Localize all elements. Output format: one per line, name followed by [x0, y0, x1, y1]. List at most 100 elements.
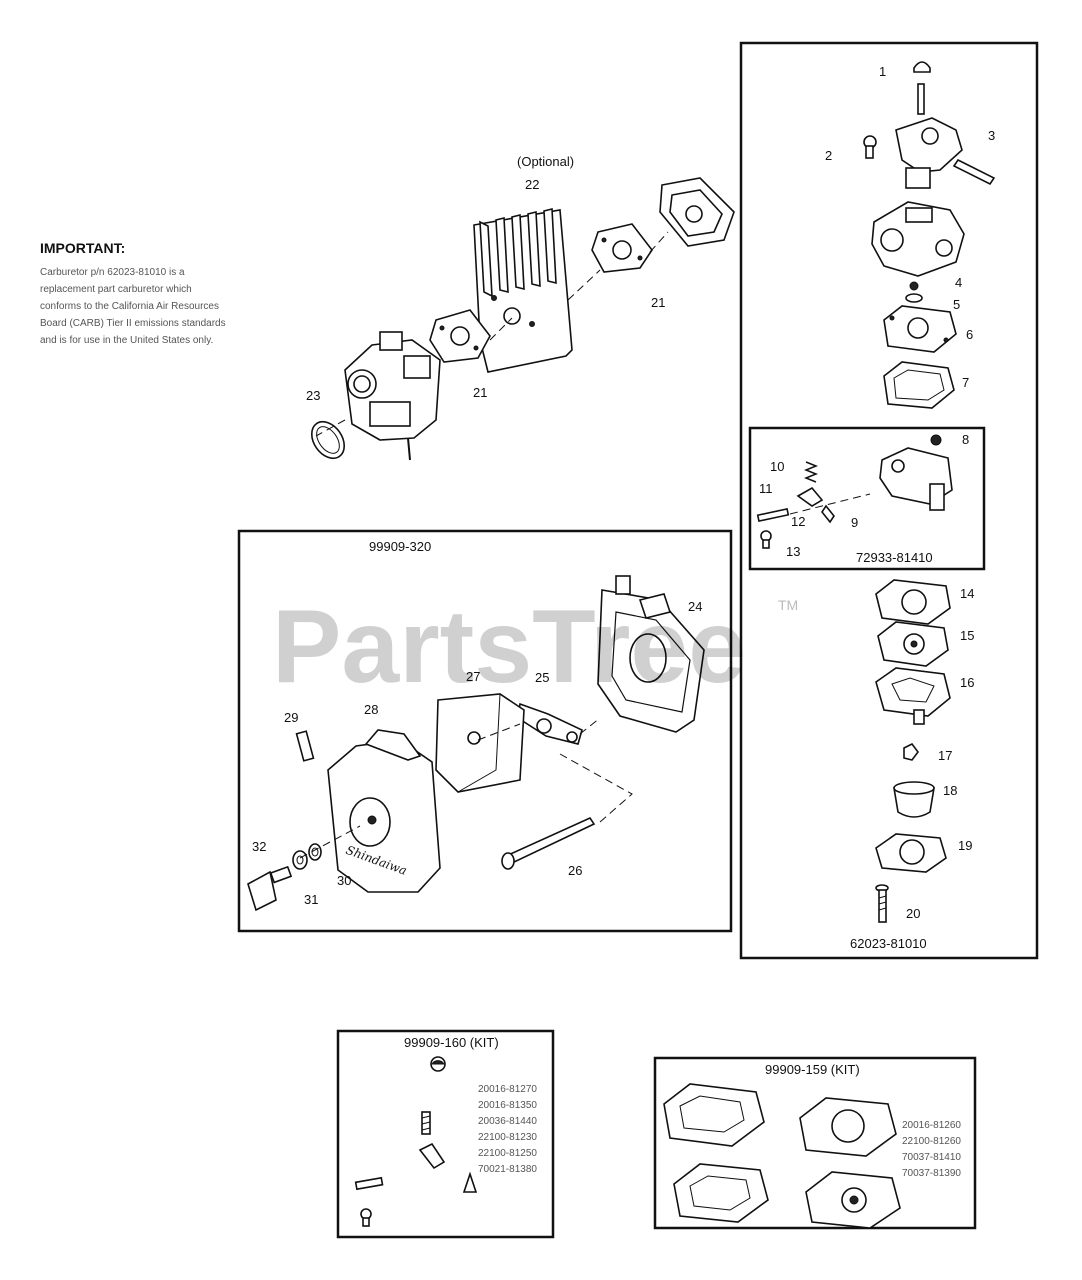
callout-29: 29	[284, 710, 298, 725]
pump-body-part-16	[875, 667, 951, 725]
air-filter-cover-part-28: Shindaiwa	[327, 729, 441, 893]
callout-14: 14	[960, 586, 974, 601]
check-valve-part-5	[905, 281, 923, 303]
lever-part-12	[796, 486, 824, 507]
label-part-29	[295, 730, 315, 762]
optional-label: (Optional)	[517, 154, 574, 169]
callout-11: 11	[759, 481, 773, 496]
callout-7: 7	[962, 375, 969, 390]
callout-24: 24	[688, 599, 702, 614]
watermark: PartsTree TM	[272, 589, 798, 705]
gasket-part-6	[883, 305, 957, 353]
gasket-kit-box	[653, 1056, 977, 1230]
gasket-kit-part-1: 20016-81260	[902, 1120, 961, 1131]
callout-6: 6	[966, 327, 973, 342]
callout-17: 17	[938, 748, 952, 763]
filter-element-part-27	[435, 693, 525, 793]
important-line-3: conforms to the California Air Resources	[40, 301, 219, 312]
callout-2: 2	[825, 148, 832, 163]
insulator-plate-part-22	[473, 207, 573, 373]
callout-26: 26	[568, 863, 582, 878]
carburetor-exploded-box	[739, 41, 1039, 960]
kit-diaphragm-icon-1	[663, 1083, 765, 1147]
pump-cover-part-number: 72933-81410	[856, 550, 933, 565]
spring-part-10	[803, 461, 819, 483]
kit-pin-icon	[354, 1176, 384, 1191]
air-filter-parts: 99909-320 24 25 27 28	[247, 539, 705, 912]
needle-part-9	[821, 504, 835, 524]
needle-kit-title: 99909-160 (KIT)	[404, 1035, 499, 1050]
gasket-kit-part-2: 22100-81260	[902, 1136, 961, 1147]
pump-cover-box	[748, 426, 986, 571]
o-ring-part-23	[310, 420, 346, 460]
callout-16: 16	[960, 675, 974, 690]
callout-23: 23	[306, 388, 320, 403]
callout-19: 19	[958, 838, 972, 853]
gasket-kit-title: 99909-159 (KIT)	[765, 1062, 860, 1077]
screw-part-13	[760, 530, 772, 549]
callout-8: 8	[962, 432, 969, 447]
carburetor-exploded-parts: 1 2 3 4 5	[748, 61, 996, 951]
gasket-part-21-upper	[591, 223, 653, 273]
knob-part-32	[247, 865, 293, 912]
bolt-part-26	[501, 816, 596, 870]
kit-screw-icon	[360, 1208, 372, 1227]
air-filter-box	[237, 529, 733, 933]
needle-kit-part-5: 22100-81250	[478, 1148, 537, 1159]
screw-part-20	[875, 884, 889, 923]
callout-22: 22	[525, 177, 539, 192]
gasket-kit: 99909-159 (KIT) 20016-81260 22100-81260 …	[663, 1062, 961, 1229]
callout-3: 3	[988, 128, 995, 143]
needle-kit: 99909-160 (KIT) 20016-81270 20016-81350 …	[354, 1035, 537, 1227]
needle-kit-box	[336, 1029, 555, 1239]
kit-diaphragm-icon-3	[673, 1163, 769, 1223]
callout-1: 1	[879, 64, 886, 79]
primer-bulb-part-18	[893, 781, 935, 818]
callout-13: 13	[786, 544, 800, 559]
callout-4: 4	[955, 275, 962, 290]
callout-10: 10	[770, 459, 784, 474]
needle-kit-part-4: 22100-81230	[478, 1132, 537, 1143]
inlet-screen-part-17	[903, 742, 919, 761]
important-title: IMPORTANT:	[40, 240, 125, 256]
throttle-body-part-3	[895, 117, 996, 189]
washer-part-30	[308, 843, 322, 861]
intake-adapter	[659, 177, 735, 247]
important-line-1: Carburetor p/n 62023-81010 is a	[40, 267, 185, 278]
carburetor-part-number: 62023-81010	[850, 936, 927, 951]
needle-kit-part-1: 20016-81270	[478, 1084, 537, 1095]
carburetor-mount-group: (Optional) 22 21	[306, 154, 735, 461]
callout-9: 9	[851, 515, 858, 530]
callout-21-upper: 21	[651, 295, 665, 310]
pump-cover-part-8	[879, 434, 953, 511]
carb-body-part-4	[871, 201, 965, 277]
important-line-5: and is for use in the United States only…	[40, 335, 213, 346]
callout-20: 20	[906, 906, 920, 921]
callout-28: 28	[364, 702, 378, 717]
pin-part-11	[756, 507, 790, 523]
needle-kit-part-6: 70021-81380	[478, 1164, 537, 1175]
kit-spring-icon	[421, 1111, 431, 1135]
callout-25: 25	[535, 670, 549, 685]
gasket-part-21-lower	[429, 309, 491, 363]
washer-part-31	[292, 850, 308, 870]
callout-27: 27	[466, 669, 480, 684]
gasket-kit-part-4: 70037-81390	[902, 1168, 961, 1179]
air-filter-kit-part-number: 99909-320	[369, 539, 431, 554]
kit-lever-icon	[418, 1142, 446, 1170]
diaphragm-part-15	[877, 621, 949, 667]
carburetor-part	[344, 331, 441, 461]
important-line-2: replacement part carburetor which	[40, 284, 192, 295]
watermark-text: PartsTree	[272, 589, 746, 705]
callout-15: 15	[960, 628, 974, 643]
important-note: IMPORTANT: Carburetor p/n 62023-81010 is…	[40, 240, 226, 346]
kit-needle-icon	[462, 1171, 478, 1193]
callout-12: 12	[791, 514, 805, 529]
gasket-part-14	[875, 579, 951, 625]
callout-21-lower: 21	[473, 385, 487, 400]
screw-part-2	[863, 135, 877, 159]
air-cleaner-base-part-24	[597, 575, 705, 733]
callout-31: 31	[304, 892, 318, 907]
watermark-tm: TM	[778, 597, 798, 613]
